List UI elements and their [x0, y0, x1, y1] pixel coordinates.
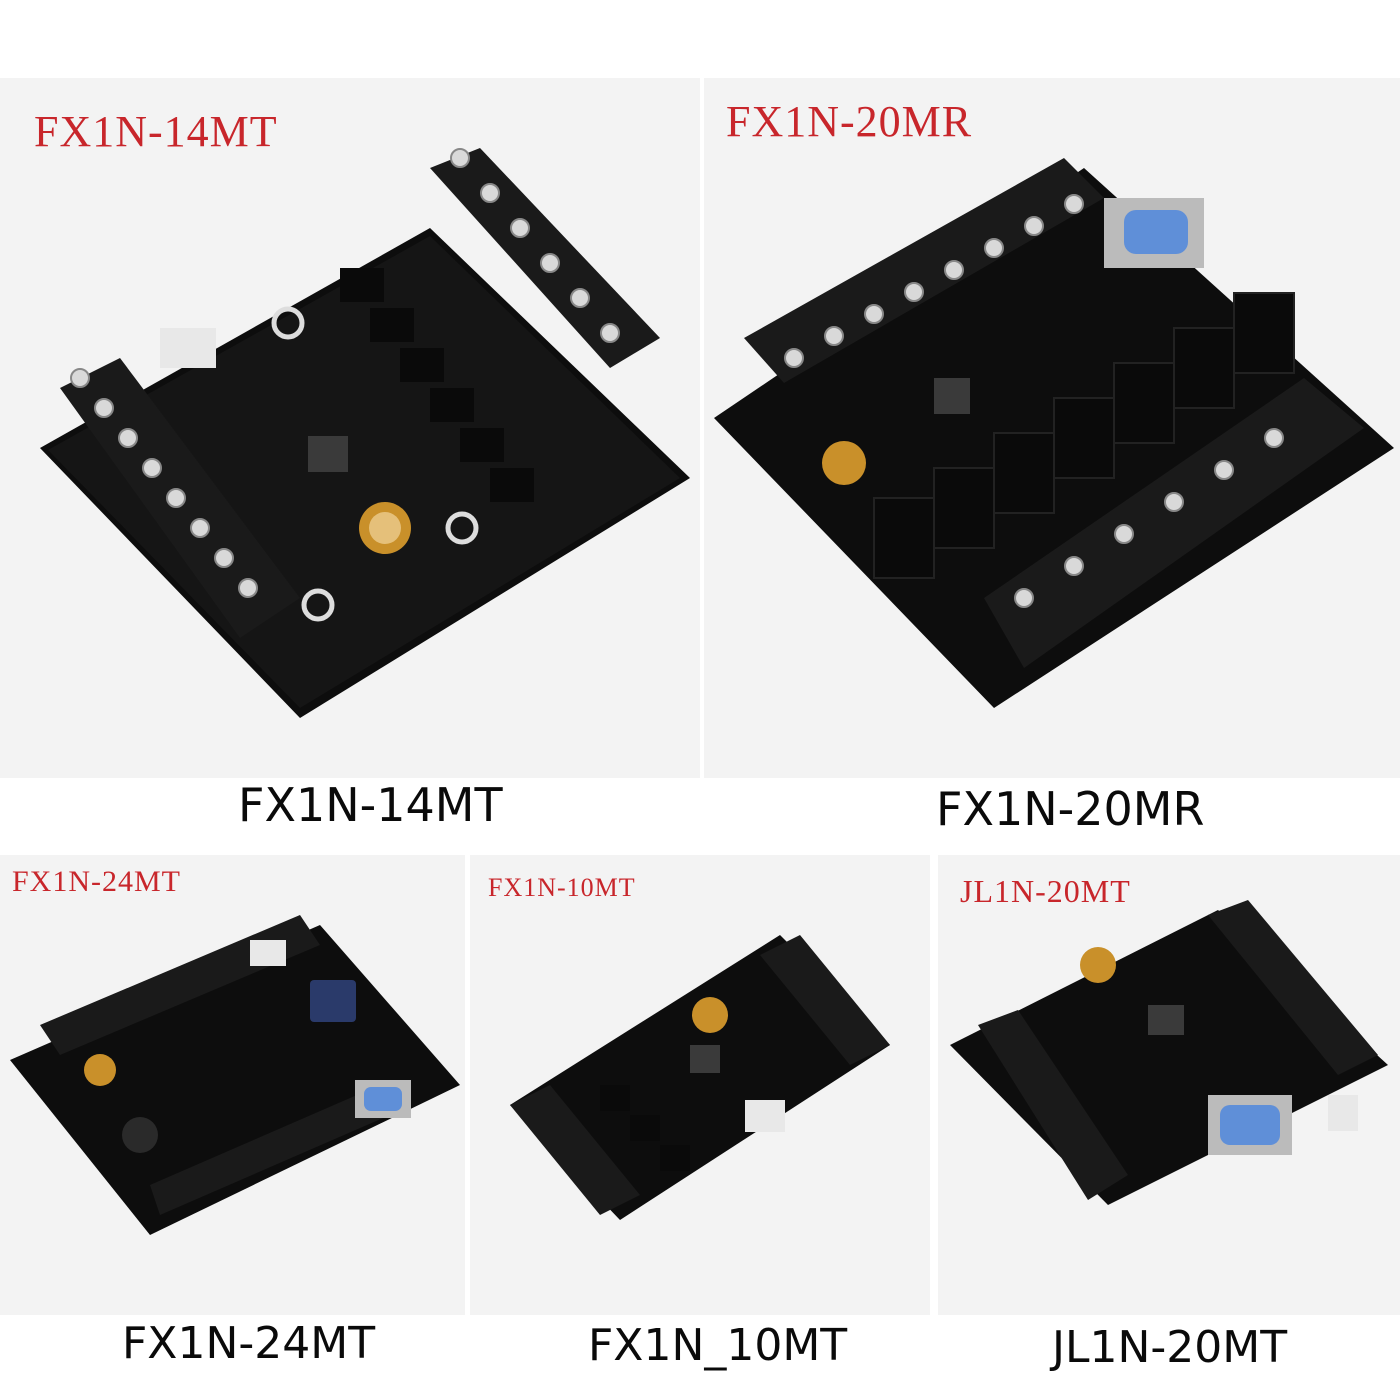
photo-label: FX1N-24MT	[12, 865, 182, 898]
caption-fx1n-24mt: FX1N-24MT	[122, 1318, 376, 1369]
product-photo-fx1n-24mt: FX1N-24MT	[0, 855, 465, 1315]
caption-jl1n-20mt: JL1N-20MT	[1052, 1322, 1288, 1373]
pcb-board-10mt	[510, 935, 890, 1220]
caption-fx1n-10mt: FX1N_10MT	[588, 1320, 848, 1371]
pcb-board-jl1n-20mt	[950, 900, 1388, 1205]
pcb-board-20mr	[714, 158, 1394, 708]
product-photo-fx1n-10mt: FX1N-10MT	[470, 855, 930, 1315]
pcb-board-14mt	[40, 148, 690, 718]
product-photo-fx1n-14mt: FX1N-14MT	[0, 78, 700, 778]
caption-fx1n-14mt: FX1N-14MT	[238, 778, 503, 832]
photo-label: JL1N-20MT	[960, 873, 1131, 909]
photo-label: FX1N-14MT	[34, 107, 278, 156]
photo-label: FX1N-10MT	[488, 873, 636, 902]
product-photo-fx1n-20mr: FX1N-20MR	[704, 78, 1400, 778]
pcb-board-24mt	[10, 915, 460, 1235]
product-photo-jl1n-20mt: JL1N-20MT	[938, 855, 1400, 1315]
caption-fx1n-20mr: FX1N-20MR	[936, 782, 1205, 836]
photo-label: FX1N-20MR	[726, 97, 973, 146]
